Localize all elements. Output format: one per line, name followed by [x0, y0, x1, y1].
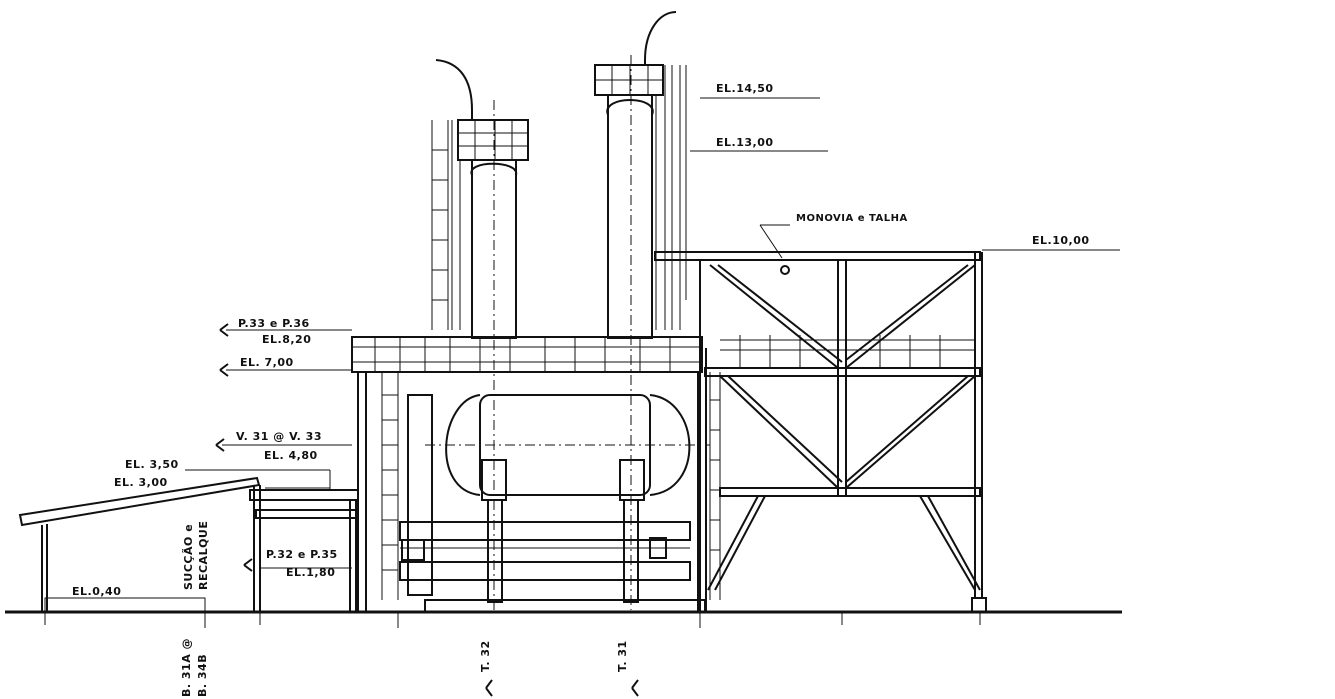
label-t31: T. 31	[616, 640, 629, 672]
label-b31a: B. 31A @	[180, 638, 193, 697]
label-el-350: EL. 3,50	[125, 458, 179, 471]
left-stack	[431, 59, 529, 610]
label-v31-v33: V. 31 @ V. 33	[236, 430, 322, 443]
elevation-lines	[70, 97, 1120, 599]
shed-structure	[18, 476, 261, 613]
label-el-1000: EL.10,00	[1032, 234, 1090, 247]
label-el-820: EL.8,20	[262, 333, 311, 346]
horizontal-vessel	[425, 394, 710, 603]
label-monovia: MONOVIA e TALHA	[796, 213, 908, 224]
label-el-700: EL. 7,00	[240, 356, 294, 369]
piping	[399, 521, 691, 581]
label-el-040: EL.0,40	[72, 585, 121, 598]
right-stack	[594, 11, 687, 610]
main-building	[351, 336, 721, 613]
label-p33-p36: P.33 e P.36	[238, 317, 310, 330]
axis-ticks	[44, 612, 981, 628]
label-succao: SUCÇÃO e	[182, 524, 195, 590]
label-b34b: B. 34B	[196, 654, 209, 697]
label-el-180: EL.1,80	[286, 566, 335, 579]
label-p32-p35: P.32 e P.35	[266, 548, 338, 561]
label-el-1450: EL.14,50	[716, 82, 774, 95]
label-el-1300: EL.13,00	[716, 136, 774, 149]
label-recalque: RECALQUE	[197, 521, 210, 590]
label-t32: T. 32	[479, 640, 492, 672]
label-el-300: EL. 3,00	[114, 476, 168, 489]
arrow-marks	[215, 323, 639, 697]
truss-structure	[654, 251, 987, 613]
label-el-480: EL. 4,80	[264, 449, 318, 462]
